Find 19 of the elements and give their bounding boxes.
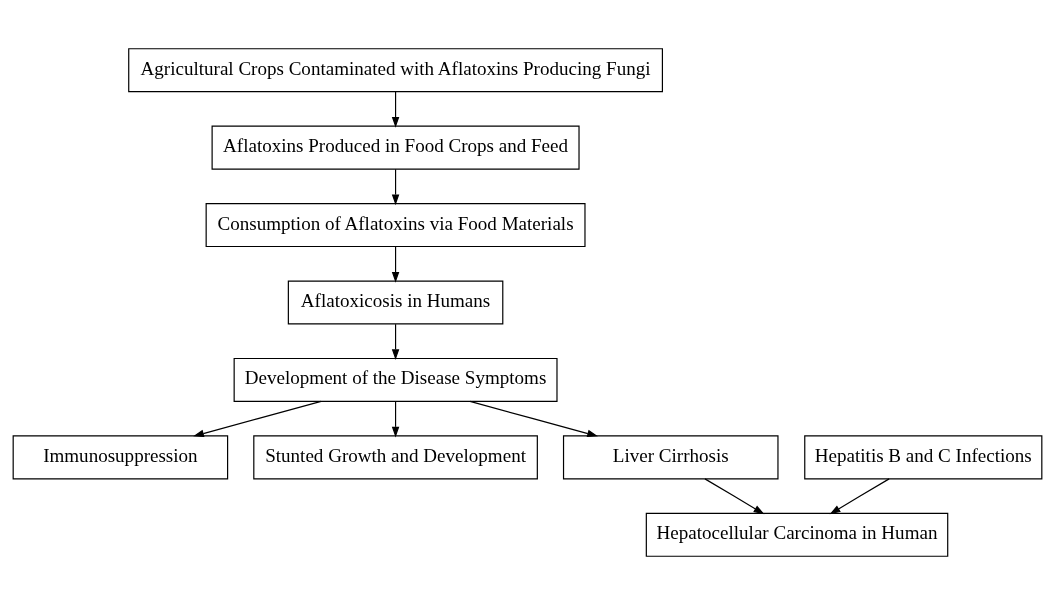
node-box: Immunosuppression <box>12 435 229 480</box>
node-box: Liver Cirrhosis <box>562 435 779 480</box>
node-box: Development of the Disease Symptoms <box>233 357 558 402</box>
arrow <box>469 400 598 438</box>
node-box: Stunted Growth and Development <box>253 435 538 480</box>
arrow <box>391 91 400 128</box>
node-box: Aflatoxins Produced in Food Crops and Feed <box>211 125 580 170</box>
arrow <box>829 478 890 515</box>
node-box: Aflatoxicosis in Humans <box>287 280 504 325</box>
arrow <box>391 401 400 438</box>
node-box: Hepatitis B and C Infections <box>804 435 1043 480</box>
node-box: Hepatocellular Carcinoma in Human <box>645 512 949 557</box>
arrow <box>391 323 400 361</box>
arrow <box>391 246 400 283</box>
node-box: Consumption of Aflatoxins via Food Materials <box>205 203 586 248</box>
node-box: Agricultural Crops Contaminated with Aflatoxins Producing Fungi <box>128 48 663 93</box>
arrow <box>391 168 400 206</box>
arrow <box>193 400 322 438</box>
arrow <box>704 478 765 515</box>
